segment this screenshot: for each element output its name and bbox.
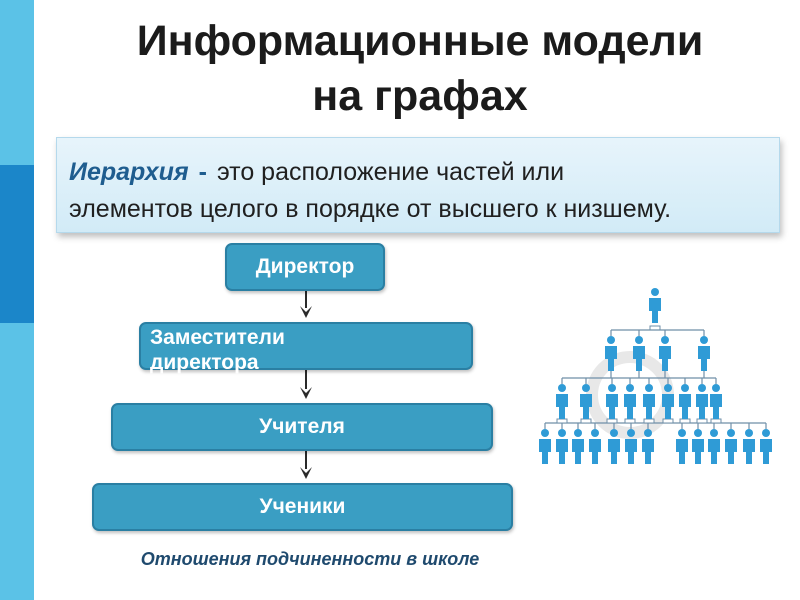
definition-text-2: элементов целого в порядке от высшего к … <box>69 195 672 223</box>
hierarchy-node-director: Директор <box>225 243 385 291</box>
side-bar-middle-segment <box>0 165 34 323</box>
down-arrow-2 <box>300 370 312 399</box>
person-icon <box>605 336 617 371</box>
title-line-1: Информационные модели <box>136 17 704 65</box>
person-icon <box>643 384 655 419</box>
definition-line-1: Иерархия-это расположение частей или <box>69 154 769 191</box>
person-icon <box>698 336 710 371</box>
person-icon <box>725 429 737 464</box>
diagram-caption: Отношения подчиненности в школе <box>140 549 480 569</box>
side-accent-bar <box>0 0 34 600</box>
hierarchy-node-deputy-directors: Заместители директора <box>139 322 473 374</box>
page-title: Информационные модели на графах <box>60 14 780 124</box>
definition-term: Иерархия <box>69 158 189 186</box>
side-bar-bottom-segment <box>0 323 34 600</box>
person-icon <box>606 384 618 419</box>
down-arrow-1 <box>300 291 312 318</box>
side-bar-top-segment <box>0 0 34 165</box>
person-icon <box>743 429 755 464</box>
person-icon <box>580 384 592 419</box>
person-icon <box>608 429 620 464</box>
person-icon <box>556 384 568 419</box>
hierarchy-node-students: Ученики <box>92 483 513 531</box>
definition-text-1: это расположение частей или <box>216 158 565 186</box>
person-icon <box>589 429 601 464</box>
person-icon <box>625 429 637 464</box>
person-icon <box>760 429 772 464</box>
person-icon <box>679 384 691 419</box>
person-icon <box>642 429 654 464</box>
person-icon <box>710 384 722 419</box>
person-icon <box>662 384 674 419</box>
person-icon <box>696 384 708 419</box>
person-icon <box>539 429 551 464</box>
person-icon <box>572 429 584 464</box>
person-icon <box>659 336 671 371</box>
person-icon <box>649 288 661 323</box>
person-icon <box>692 429 704 464</box>
person-icon <box>624 384 636 419</box>
person-icon <box>708 429 720 464</box>
definition-box: Иерархия-это расположение частей или эле… <box>56 137 780 233</box>
down-arrow-3 <box>300 451 312 479</box>
person-icon <box>633 336 645 371</box>
person-icon <box>676 429 688 464</box>
hierarchy-node-teachers: Учителя <box>111 403 493 451</box>
title-line-2: на графах <box>312 72 528 120</box>
person-icon <box>556 429 568 464</box>
definition-dash: - <box>198 158 207 186</box>
